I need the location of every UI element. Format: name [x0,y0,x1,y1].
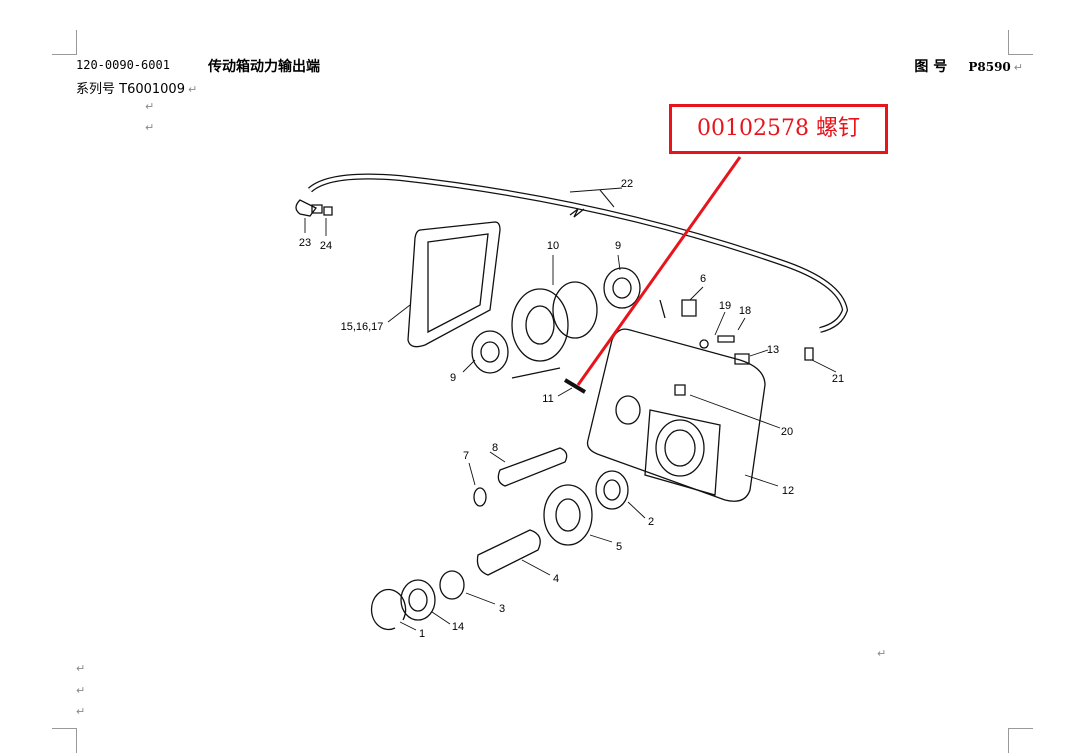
part-number: 120-0090-6001 [76,58,170,72]
figure-number: P8590 [968,60,1011,74]
part-label: 18 [739,305,751,317]
part-label: 22 [621,178,633,190]
part-label: 13 [767,344,779,356]
part-label: 2 [648,516,654,528]
part-label: 10 [547,240,559,252]
spline-shaft [476,529,541,576]
paragraph-mark: ↵ [76,662,86,675]
paragraph-mark: ↵ [1013,61,1023,74]
part-label: 1 [419,628,425,640]
snap-ring [439,570,465,600]
paragraph-mark: ↵ [76,705,86,718]
part-label: 4 [553,573,559,585]
series-line: 系列号 T6001009↵ [76,78,197,97]
gear [511,288,569,362]
part-label: 5 [616,541,622,553]
gear [543,484,593,546]
paragraph-mark: ↵ [76,684,86,697]
part-label: 7 [463,450,469,462]
part-label: 24 [320,240,332,252]
part-label: 11 [542,393,553,405]
part-label: 20 [781,426,793,438]
bearing [603,267,641,309]
part-label: 9 [615,240,621,252]
paragraph-mark: ↵ [187,83,198,96]
hose [307,173,849,333]
part-label: 3 [499,603,505,615]
crop-mark [1008,30,1033,55]
part-label: 21 [832,373,844,385]
part-label: 6 [700,273,706,285]
part-label: 12 [782,485,794,497]
bearing [595,470,629,510]
part-label: 19 [719,300,731,312]
screw [563,378,587,394]
part-label: 9 [450,372,456,384]
highlight-callout: 00102578 螺钉 [669,104,888,154]
paragraph-mark: ↵ [145,100,155,113]
bearing [400,579,436,621]
paragraph-mark: ↵ [877,647,887,660]
figure-label: 图 号 [914,59,948,75]
part-label: 14 [452,621,464,633]
crop-mark [52,30,77,55]
bearing [471,330,509,374]
paragraph-mark: ↵ [145,121,155,134]
shaft [497,447,568,487]
series-number: 系列号 T6001009 [76,82,185,97]
circlip [370,588,407,631]
part-label: 15,16,17 [341,321,384,333]
part-label: 23 [299,237,311,249]
document-title: 传动箱动力输出端 [208,59,320,75]
part-label: 8 [492,442,498,454]
figure-line: 图 号 P8590↵ [914,56,1023,76]
gasket [407,221,501,348]
